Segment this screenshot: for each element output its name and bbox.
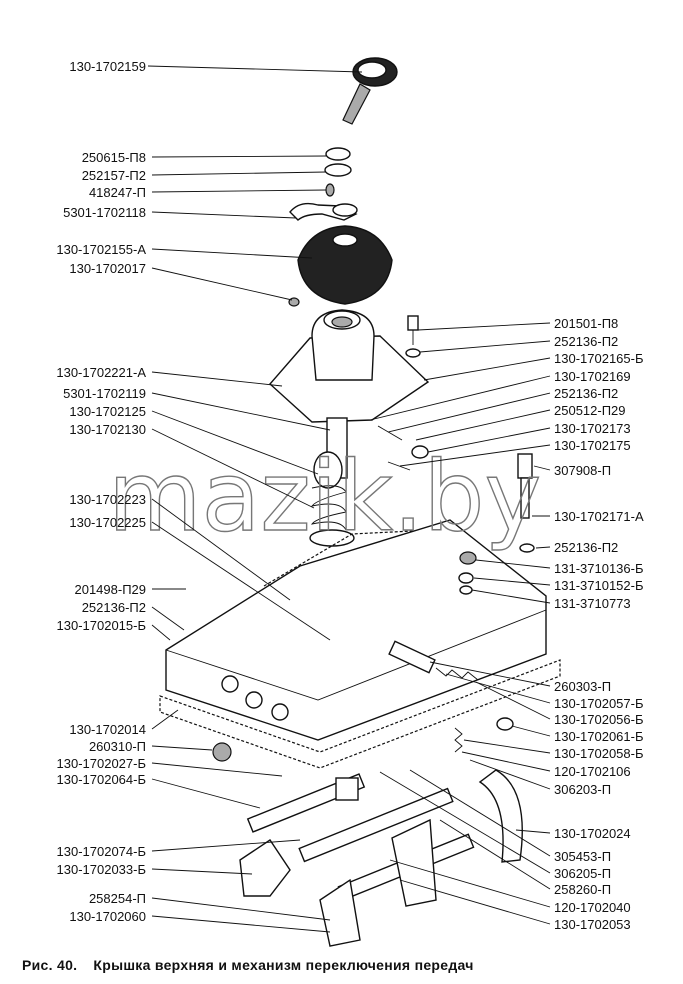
label-left: 260310-П: [89, 739, 146, 754]
label-right: 130-1702024: [554, 826, 631, 841]
label-left: 130-1702074-Б: [57, 844, 147, 859]
label-right: 306205-П: [554, 866, 611, 881]
lever-housing: [269, 309, 430, 479]
label-left: 130-1702155-А: [56, 242, 146, 257]
top-cover-body: [165, 519, 547, 741]
label-left: 130-1702223: [69, 492, 146, 507]
label-left: 130-1702027-Б: [57, 756, 147, 771]
label-right: 120-1702106: [554, 764, 631, 779]
label-right: 131-3710136-Б: [554, 561, 644, 576]
label-right: 260303-П: [554, 679, 611, 694]
label-left: 130-1702060: [69, 909, 146, 924]
label-left: 418247-П: [89, 185, 146, 200]
label-left: 130-1702014: [69, 722, 146, 737]
label-right: 130-1702165-Б: [554, 351, 644, 366]
label-right: 306203-П: [554, 782, 611, 797]
label-right: 130-1702169: [554, 369, 631, 384]
label-left: 5301-1702119: [63, 386, 146, 401]
label-right: 131-3710773: [554, 596, 631, 611]
label-right: 131-3710152-Б: [554, 578, 644, 593]
label-right: 201501-П8: [554, 316, 618, 331]
label-left: 130-1702064-Б: [57, 772, 147, 787]
label-left: 130-1702017: [69, 261, 146, 276]
label-right: 120-1702040: [554, 900, 631, 915]
side-plug: [517, 453, 535, 553]
label-right: 130-1702053: [554, 917, 631, 932]
label-right: 130-1702171-А: [554, 509, 644, 524]
label-right: 130-1702057-Б: [554, 696, 644, 711]
label-right: 252136-П2: [554, 334, 618, 349]
label-left: 130-1702125: [69, 404, 146, 419]
figure-caption: Рис. 40. Крышка верхняя и механизм перекл…: [22, 957, 474, 973]
nut-washer-stack: [289, 147, 358, 221]
label-right: 252136-П2: [554, 386, 618, 401]
gear-lever-knob: [342, 57, 398, 125]
detent-assembly: [388, 640, 514, 753]
label-right: 130-1702058-Б: [554, 746, 644, 761]
label-left: 252136-П2: [82, 600, 146, 615]
label-right: 130-1702175: [554, 438, 631, 453]
label-right: 130-1702061-Б: [554, 729, 644, 744]
label-left: 201498-П29: [74, 582, 146, 597]
leader-lines-left: [147, 65, 363, 933]
shift-rods-and-forks: [239, 769, 523, 947]
label-right: 250512-П29: [554, 403, 626, 418]
spring-and-seat: [309, 451, 355, 547]
labels-right: 201501-П8 252136-П2 130-1702165-Б 130-17…: [554, 316, 644, 932]
label-right: 307908-П: [554, 463, 611, 478]
labels-left: 130-1702159 250615-П8 252157-П2 418247-П…: [56, 59, 146, 924]
figure-number: Рис. 40.: [22, 957, 78, 973]
label-left: 258254-П: [89, 891, 146, 906]
gasket-lower: [159, 659, 561, 769]
label-right: 130-1702173: [554, 421, 631, 436]
watermark-text: mazik.by: [108, 441, 541, 553]
label-left: 130-1702225: [69, 515, 146, 530]
figure-title: Крышка верхняя и механизм переключения п…: [93, 957, 474, 973]
leader-lines-right: [369, 322, 551, 925]
label-left: 130-1702159: [69, 59, 146, 74]
label-left: 130-1702221-А: [56, 365, 146, 380]
rubber-boot: [288, 225, 393, 307]
label-left: 130-1702130: [69, 422, 146, 437]
label-left: 252157-П2: [82, 168, 146, 183]
label-left: 130-1702033-Б: [57, 862, 147, 877]
label-right: 258260-П: [554, 882, 611, 897]
label-right: 130-1702056-Б: [554, 712, 644, 727]
label-left: 250615-П8: [82, 150, 146, 165]
label-right: 305453-П: [554, 849, 611, 864]
label-left: 130-1702015-Б: [57, 618, 147, 633]
label-right: 252136-П2: [554, 540, 618, 555]
bolts-right-upper: [377, 315, 429, 471]
label-left: 5301-1702118: [63, 205, 146, 220]
